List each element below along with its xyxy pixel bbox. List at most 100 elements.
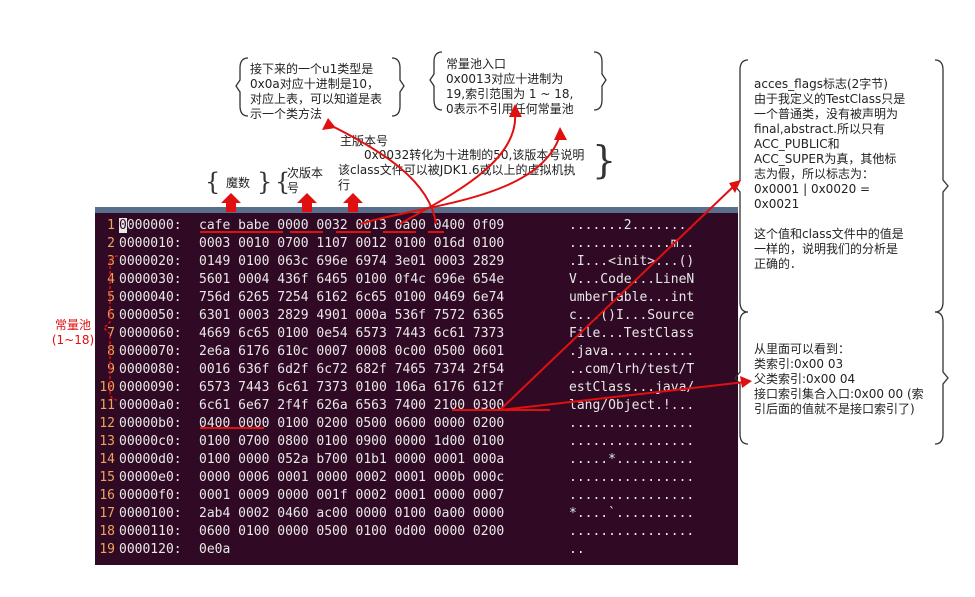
hex-address: 00000a0: bbox=[119, 398, 182, 413]
arrow-to-access bbox=[499, 184, 736, 411]
line-number: 16 bbox=[99, 488, 115, 503]
hex-address: 00000f0: bbox=[119, 488, 182, 503]
arrow-to-indexes bbox=[499, 381, 746, 411]
hex-bytes: 4669 6c65 0100 0e54 6573 7443 6c61 7373 bbox=[199, 326, 505, 341]
hex-address: 00000b0: bbox=[119, 416, 182, 431]
hex-bytes: 6301 0003 2829 4901 000a 536f 7572 6365 bbox=[199, 308, 505, 323]
hex-bytes: 2e6a 6176 610c 0007 0008 0c00 0500 0601 bbox=[199, 344, 505, 359]
brace-left-magic: { bbox=[205, 168, 221, 196]
line-number: 5 bbox=[107, 290, 115, 305]
brace-right-major: } bbox=[592, 138, 617, 182]
line-number: 1 bbox=[107, 218, 115, 233]
hex-address: 0000010: bbox=[119, 236, 182, 251]
bracket-box-4 bbox=[734, 311, 749, 445]
brace-right-magic: } bbox=[257, 168, 273, 196]
ascii-column: File...TestClass bbox=[569, 326, 695, 341]
ascii-column: *....`.......... bbox=[569, 506, 695, 521]
note-const-pool-label: 常量池 (1~18) bbox=[51, 318, 95, 347]
hex-row: 5 0000040: 756d 6265 7254 6162 6c65 0100 0… bbox=[95, 289, 735, 307]
line-number: 2 bbox=[107, 236, 115, 251]
line-number: 15 bbox=[99, 470, 115, 485]
line-number: 12 bbox=[99, 416, 115, 431]
ascii-column: .. bbox=[569, 542, 585, 557]
hex-bytes: 756d 6265 7254 6162 6c65 0100 0469 6e74 bbox=[199, 290, 505, 305]
note-indexes: 从里面可以看到： 类索引:0x00 03 父类索引:0x00 04 接口索引集合… bbox=[754, 342, 924, 416]
hex-address: 00000c0: bbox=[119, 434, 182, 449]
hex-bytes: 0016 636f 6d2f 6c72 682f 7465 7374 2f54 bbox=[199, 362, 505, 377]
hex-address: 0000110: bbox=[119, 524, 182, 539]
hex-row: 14 00000d0: 0100 0000 052a b700 01b1 0000 … bbox=[95, 451, 735, 469]
ascii-column: ................ bbox=[569, 524, 695, 539]
hex-bytes: 0003 0010 0700 1107 0012 0100 016d 0100 bbox=[199, 236, 505, 251]
note-minor-explain: 接下来的一个u1类型是 0x0a对应十进制是10， 对应上表，可以知道是表 示一… bbox=[250, 62, 383, 121]
hex-bytes: 0100 0000 052a b700 01b1 0000 0001 000a bbox=[199, 452, 505, 467]
hex-address: 00000e0: bbox=[119, 470, 182, 485]
ascii-column: ................ bbox=[569, 488, 695, 503]
line-number: 7 bbox=[107, 326, 115, 341]
hex-row: 4 0000030: 5601 0004 436f 6465 0100 0f4c 6… bbox=[95, 271, 735, 289]
ascii-column: umberTable...int bbox=[569, 290, 695, 305]
line-number: 13 bbox=[99, 434, 115, 449]
bracket-box-2r bbox=[593, 51, 607, 111]
note-const-pool-entry: 常量池入口 0x0013对应十进制为 19,索引范围为 1 ~ 18, 0表示不… bbox=[446, 57, 574, 116]
arrow-to-minor-explain bbox=[329, 124, 437, 225]
arrow-to-cp-entry bbox=[399, 111, 517, 225]
hex-bytes: 6c61 6e67 2f4f 626a 6563 7400 2100 0300 bbox=[199, 398, 505, 413]
arrowhead-1 bbox=[322, 118, 336, 130]
line-number: 14 bbox=[99, 452, 115, 467]
hex-bytes: 0600 0100 0000 0500 0100 0d00 0000 0200 bbox=[199, 524, 505, 539]
up-arrow-major bbox=[343, 193, 363, 212]
arrowhead-2 bbox=[509, 104, 522, 117]
hex-bytes: 5601 0004 436f 6465 0100 0f4c 696e 654e bbox=[199, 272, 505, 287]
arrowhead-3 bbox=[554, 127, 567, 140]
line-number: 10 bbox=[99, 380, 115, 395]
bracket-box-1r bbox=[391, 57, 405, 117]
arrowhead-4 bbox=[729, 180, 741, 193]
line-number: 4 bbox=[107, 272, 115, 287]
ascii-column: lang/Object.!... bbox=[569, 398, 695, 413]
up-arrow-minor bbox=[297, 193, 317, 212]
hex-row: 11 00000a0: 6c61 6e67 2f4f 626a 6563 7400 … bbox=[95, 397, 735, 415]
hex-row: 12 00000b0: 0400 0000 0100 0200 0500 0600 … bbox=[95, 415, 735, 433]
ascii-column: ................ bbox=[569, 416, 695, 431]
brace-left-minor: { bbox=[275, 168, 291, 196]
ascii-column: ................ bbox=[569, 434, 695, 449]
note-magic: 魔数 bbox=[226, 176, 251, 190]
line-number: 18 bbox=[99, 524, 115, 539]
hex-address: 0000040: bbox=[119, 290, 182, 305]
hex-address: 0000090: bbox=[119, 380, 182, 395]
ascii-column: ................ bbox=[569, 470, 695, 485]
line-number: 17 bbox=[99, 506, 115, 521]
hex-bytes: 0100 0700 0800 0100 0900 0000 1d00 0100 bbox=[199, 434, 505, 449]
note-minor-version: 次版本 号 bbox=[287, 166, 324, 195]
line-number: 11 bbox=[99, 398, 115, 413]
bracket-box-3r bbox=[934, 59, 949, 313]
hex-bytes: 0400 0000 0100 0200 0500 0600 0000 0200 bbox=[199, 416, 505, 431]
ascii-column: c...()I...Source bbox=[569, 308, 695, 323]
hex-address: 0000030: bbox=[119, 272, 182, 287]
arrow-to-major bbox=[359, 134, 561, 225]
hex-bytes: 2ab4 0002 0460 ac00 0000 0100 0a00 0000 bbox=[199, 506, 505, 521]
hex-address: 00000d0: bbox=[119, 452, 182, 467]
bracket-box-4r bbox=[934, 311, 949, 445]
hex-bytes: cafe babe 0000 0032 0013 0a00 0400 0f09 bbox=[199, 218, 505, 233]
hex-bytes: 0e0a bbox=[199, 542, 231, 557]
line-number: 19 bbox=[99, 542, 115, 557]
hex-row: 2 0000010: 0003 0010 0700 1107 0012 0100 0… bbox=[95, 235, 735, 253]
hex-address: 0000100: bbox=[119, 506, 182, 521]
hex-bytes: 6573 7443 6c61 7373 0100 106a 6176 612f bbox=[199, 380, 505, 395]
hex-row: 17 0000100: 2ab4 0002 0460 ac00 0000 0100 … bbox=[95, 505, 735, 523]
ascii-column: .......2........ bbox=[569, 218, 695, 233]
ascii-column: V...Code...LineN bbox=[569, 272, 695, 287]
hex-row: 13 00000c0: 0100 0700 0800 0100 0900 0000 … bbox=[95, 433, 735, 451]
line-number: 8 bbox=[107, 344, 115, 359]
arrowhead-5 bbox=[740, 376, 752, 388]
